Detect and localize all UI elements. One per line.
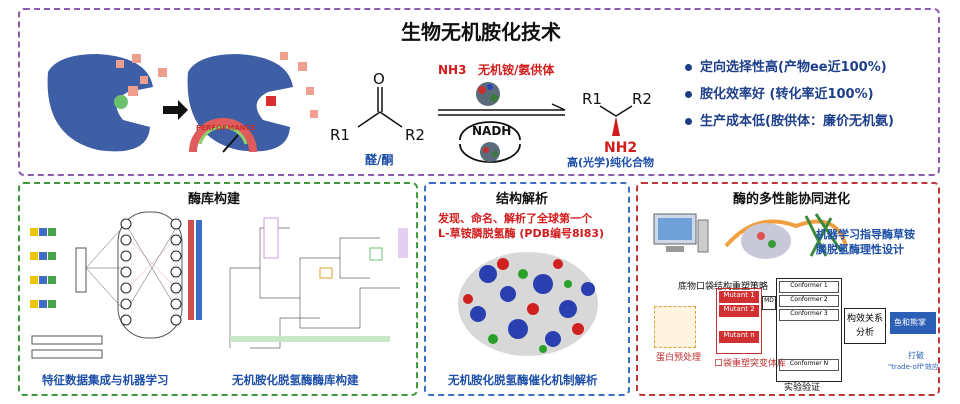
tradeoff-label: 打破 xyxy=(908,351,924,360)
bullet-efficiency: 胺化效率好 (转化率近100%) xyxy=(685,83,874,102)
panel3-title: 酶的多性能协同进化 xyxy=(733,192,851,207)
panel1-caption-left: 特征数据集成与机器学习 xyxy=(42,373,169,387)
bullet-cost: 生产成本低(胺供体：廉价无机氨) xyxy=(685,110,894,129)
conformer-3: Conformer 3 xyxy=(779,309,839,321)
ml-label: 机器学习指导酶草铵 xyxy=(816,228,915,241)
conformer-1: Conformer 1 xyxy=(779,281,839,293)
protein-box xyxy=(654,306,696,348)
protein-structure xyxy=(458,252,598,356)
ml-network-diagram xyxy=(30,211,202,359)
substrate-o: O xyxy=(373,70,385,88)
fish-box xyxy=(890,312,936,334)
md-box: MD xyxy=(762,296,776,310)
tradeoff-label2: "trade-off"效应 xyxy=(888,363,939,371)
panel2-highlight2: L-草铵膦脱氢酶 (PDB编号8I83) xyxy=(438,227,605,240)
panel2-highlight: 发现、命名、解析了全球第一个 xyxy=(438,212,592,225)
substrate-r1: R1 xyxy=(330,126,350,144)
substrate-label: 醛/酮 xyxy=(365,152,393,167)
analysis-box: 构效关系分析 xyxy=(844,308,886,344)
reaction-scheme: O R1 R2 醛/酮 NH3 无机铵/氨供体 NADH R1 R2 NH2 高… xyxy=(330,62,654,169)
reagent-nh3: NH3 xyxy=(438,63,466,77)
product-label: 高(光学)纯化合物 xyxy=(567,155,654,169)
conformer-list: Conformer 1 Conformer 2 Conformer 3 Conf… xyxy=(776,278,842,382)
mutant-list: Mutant 1 Mutant 2 Mutant n xyxy=(716,288,762,354)
product-nh2: NH2 xyxy=(604,140,637,156)
ml-label2: 膦脱氢酶理性设计 xyxy=(816,243,904,256)
mutant-n: Mutant n xyxy=(719,331,759,343)
strategy-label: 底物口袋结构重塑策略 xyxy=(678,282,769,292)
product-r1: R1 xyxy=(582,90,602,108)
panel1-caption-right: 无机胺化脱氢酶酶库构建 xyxy=(232,373,359,387)
reagent-label: 无机铵/氨供体 xyxy=(477,62,555,77)
protein-label: 蛋白预处理 xyxy=(656,353,702,363)
enzyme-illustration: PERFORMANCE xyxy=(47,52,318,153)
computer-icon xyxy=(653,213,709,253)
substrate-r2: R2 xyxy=(405,126,425,144)
panel-evolution: 酶的多性能协同进化 机器学习指导酶草铵 膦脱氢酶理性设计 底物口袋结构重塑策略 … xyxy=(636,182,940,396)
protein-3d xyxy=(724,213,848,259)
product-r2: R2 xyxy=(632,90,652,108)
performance-label: PERFORMANCE xyxy=(196,124,256,132)
mutant-1: Mutant 1 xyxy=(719,291,759,303)
panel-structure: 结构解析 发现、命名、解析了全球第一个 L-草铵膦脱氢酶 (PDB编号8I83)… xyxy=(424,182,630,396)
conformer-n: Conformer N xyxy=(779,359,839,371)
panel1-title: 酶库构建 xyxy=(188,192,241,207)
phylogenetic-tree xyxy=(229,217,408,349)
top-panel: 生物无机胺化技术 PERFORMANCE O R1 R2 醛/酮 NH3 无机铵… xyxy=(18,8,940,176)
bullet-selectivity: 定向选择性高(产物ee近100%) xyxy=(685,56,887,75)
panel2-caption: 无机胺化脱氢酶催化机制解析 xyxy=(448,373,598,387)
fish-label: 鱼和熊掌 xyxy=(894,318,926,327)
panel2-title: 结构解析 xyxy=(496,192,549,207)
mutant-2: Mutant 2 xyxy=(719,305,759,317)
pocket-label: 口袋重塑突变体库 xyxy=(714,359,787,369)
conformer-2: Conformer 2 xyxy=(779,295,839,307)
experiment-label: 实验验证 xyxy=(784,383,821,393)
main-title: 生物无机胺化技术 xyxy=(401,20,561,44)
cofactor-nadh: NADH xyxy=(472,124,511,138)
panel-enzyme-library: 酶库构建 特征数据集成 xyxy=(18,182,418,396)
